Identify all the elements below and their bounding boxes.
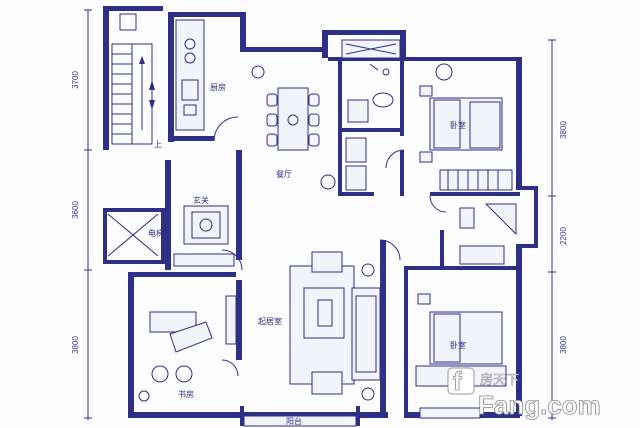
dining-table xyxy=(266,87,320,151)
watermark-line1: 房天下 xyxy=(480,372,519,388)
bedroom-bottom-label: 卧室 xyxy=(450,340,466,350)
dining-label: 餐厅 xyxy=(276,170,292,179)
dim-right-1: 3800 xyxy=(559,121,568,139)
balcony xyxy=(243,407,481,427)
bedroom-top-label: 卧室 xyxy=(450,120,466,130)
dim-left-1: 3700 xyxy=(71,71,80,89)
bedroom-top-furniture xyxy=(419,63,513,191)
balcony-label: 阳台 xyxy=(286,416,302,426)
entrance-label: 玄关 xyxy=(193,195,209,205)
svg-text:f: f xyxy=(453,366,462,396)
walls xyxy=(103,6,538,426)
stairs xyxy=(111,13,155,145)
plant-icon xyxy=(251,65,336,190)
watermark-line2: Fang.com xyxy=(478,390,601,420)
elevator-shaft xyxy=(107,213,159,257)
ensuite-fixtures xyxy=(459,203,517,265)
left-dimension-line xyxy=(84,9,92,420)
study-furniture xyxy=(138,295,237,402)
stairs-up-label: 上 xyxy=(154,140,162,149)
fang-watermark-logo: f 房天下 Fang.com xyxy=(447,366,601,420)
living-label: 起居室 xyxy=(258,316,282,326)
dim-right-3: 3800 xyxy=(559,336,568,354)
elevator-label: 电梯 xyxy=(148,228,164,238)
dim-left-3: 3800 xyxy=(71,336,80,354)
dim-left-2: 3600 xyxy=(71,201,80,219)
door-swings xyxy=(213,116,447,377)
bathroom-fixtures xyxy=(341,39,401,191)
kitchen-fixtures xyxy=(175,19,205,131)
right-dimension-line xyxy=(548,39,556,420)
living-room-furniture xyxy=(289,251,381,401)
study-label: 书房 xyxy=(178,389,194,399)
kitchen-label: 厨房 xyxy=(210,82,226,92)
dim-right-2: 2200 xyxy=(559,227,568,245)
entrance-rug xyxy=(173,205,235,267)
